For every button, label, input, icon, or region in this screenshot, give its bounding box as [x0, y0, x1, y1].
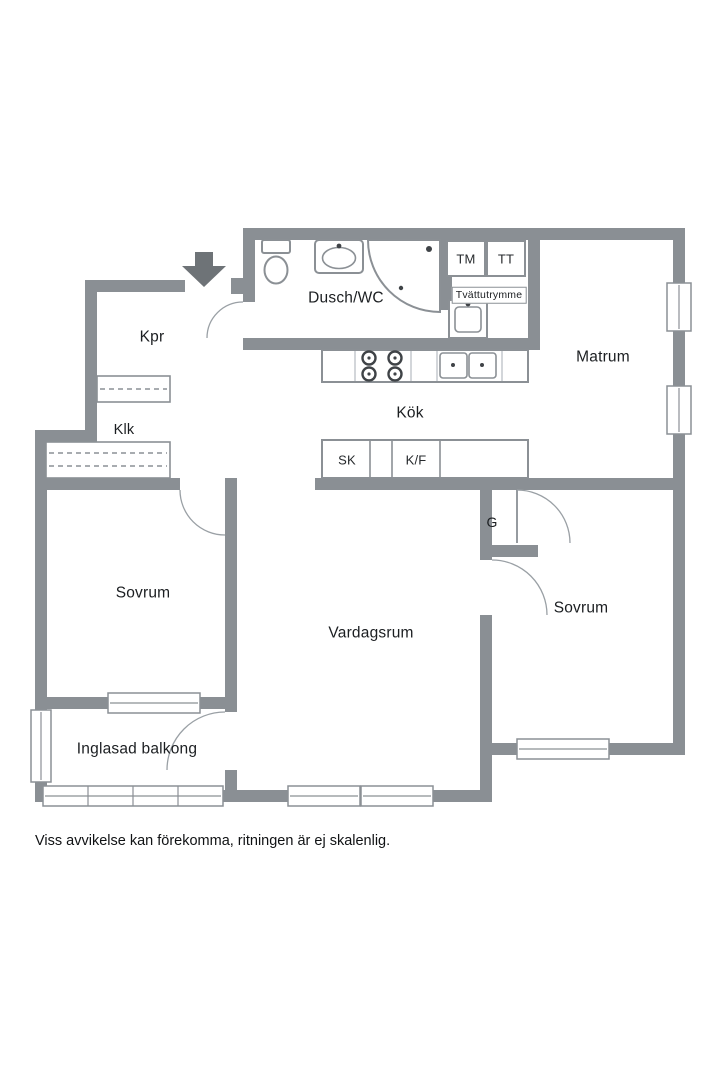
appliance-label-tm: TM	[456, 251, 476, 267]
appliance-label-tt: TT	[497, 251, 515, 267]
shower-icon	[366, 239, 441, 314]
disclaimer-text: Viss avvikelse kan förekomma, ritningen …	[35, 833, 391, 849]
entrance-arrow-icon	[182, 252, 226, 287]
door-swing-icons	[166, 301, 571, 771]
room-label-inglasad-balkong: Inglasad balkong	[76, 740, 198, 758]
room-label-matrum: Matrum	[576, 348, 630, 366]
kitchen-sink-icon	[439, 352, 497, 379]
appliance-label-sk: SK	[338, 452, 356, 468]
walls	[35, 228, 685, 802]
room-label-kpr: Kpr	[139, 328, 165, 346]
kitchen-counter-bottom	[321, 439, 529, 479]
wardrobe-icon	[45, 375, 171, 479]
room-label-vardagsrum: Vardagsrum	[328, 624, 414, 642]
kitchen-counter-top	[321, 349, 529, 383]
room-label-tvattutrymme: Tvättutrymme	[451, 286, 527, 304]
appliance-label-kf: K/F	[405, 452, 427, 468]
room-label-garderob: G	[486, 514, 498, 530]
bath-sink-icon	[314, 239, 364, 274]
room-label-sovrum-right: Sovrum	[553, 599, 609, 617]
room-label-klk: Klk	[113, 421, 135, 438]
room-label-sovrum-left: Sovrum	[115, 584, 171, 602]
washing-machine-boxes	[446, 240, 526, 277]
room-label-kok: Kök	[396, 404, 424, 422]
laundry-sink-icon	[448, 299, 488, 339]
room-label-dusch-wc: Dusch/WC	[308, 289, 384, 307]
windows	[30, 282, 692, 807]
toilet-icon	[261, 239, 291, 285]
stove-icon	[361, 350, 403, 382]
